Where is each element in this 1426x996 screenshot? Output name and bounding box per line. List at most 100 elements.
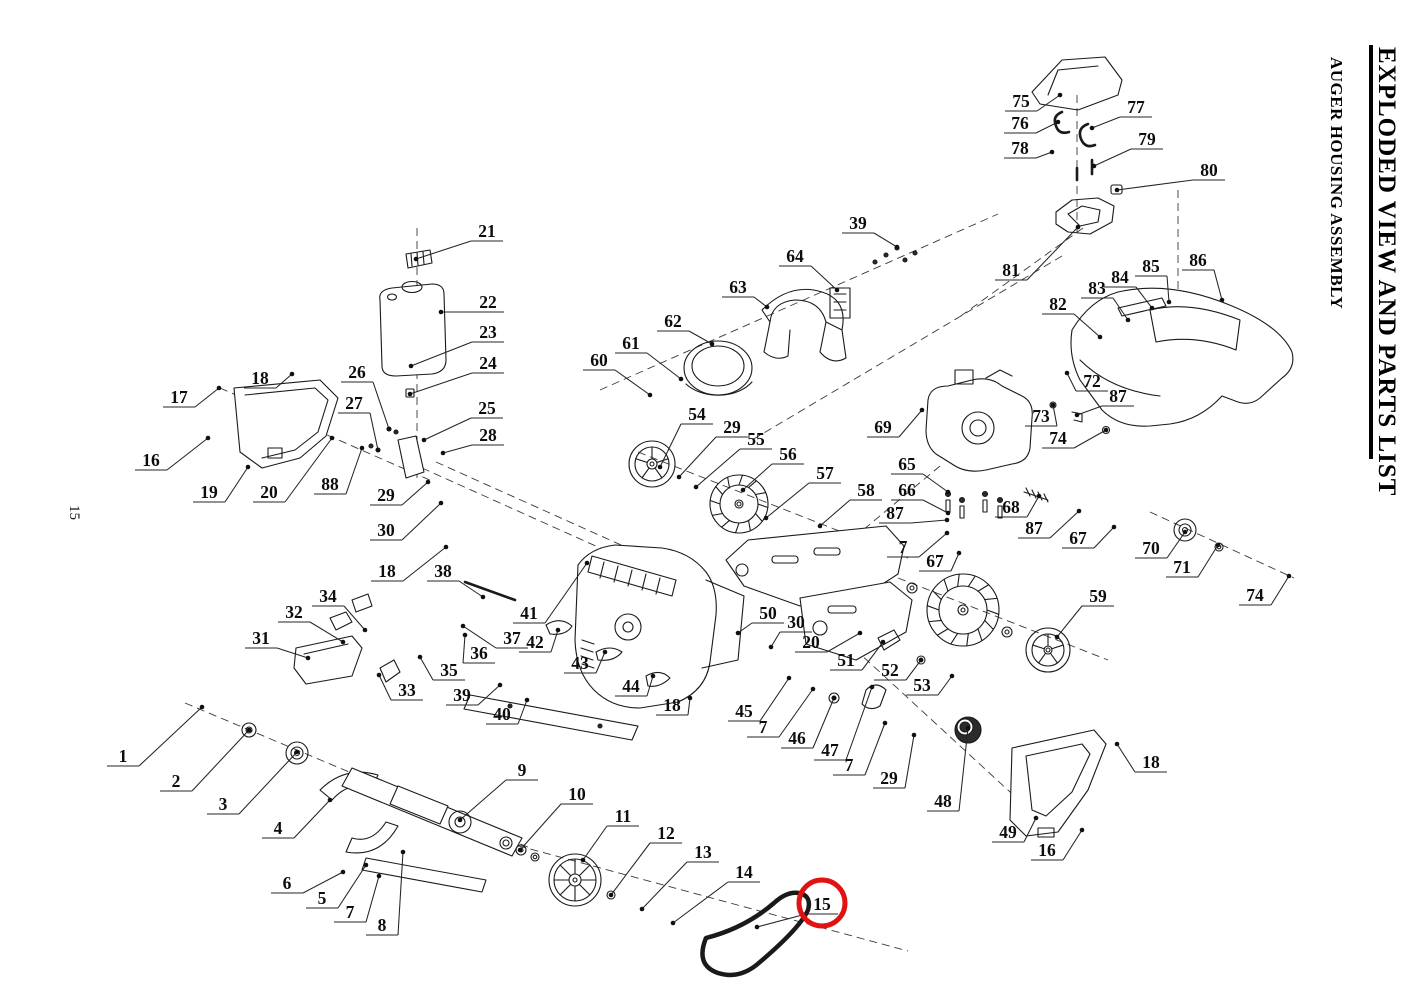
callout-74: 74 <box>1042 427 1109 449</box>
svg-text:10: 10 <box>568 784 586 804</box>
page-title: EXPLODED VIEW AND PARTS LIST <box>1373 47 1400 496</box>
svg-text:59: 59 <box>1089 586 1107 606</box>
callout-51: 51 <box>830 639 886 671</box>
callout-60: 60 <box>583 350 653 398</box>
callout-87: 87 <box>1018 508 1082 539</box>
callout-74: 74 <box>1239 573 1292 606</box>
part-auger-blade <box>345 821 399 854</box>
part-screw-columns <box>944 490 1004 519</box>
part-belt-cover <box>761 288 844 331</box>
svg-text:26: 26 <box>348 362 366 382</box>
part-wheel <box>548 853 602 907</box>
svg-text:18: 18 <box>663 695 681 715</box>
callout-50: 50 <box>735 603 784 636</box>
svg-text:87: 87 <box>1109 386 1127 406</box>
part-flange <box>285 741 309 765</box>
svg-text:30: 30 <box>787 612 805 632</box>
svg-text:88: 88 <box>321 474 339 494</box>
callout-52: 52 <box>874 657 924 681</box>
svg-text:44: 44 <box>622 676 640 696</box>
callout-68: 68 <box>995 493 1042 518</box>
callout-39: 39 <box>842 213 900 250</box>
svg-text:53: 53 <box>913 675 931 695</box>
svg-text:29: 29 <box>880 768 898 788</box>
svg-text:87: 87 <box>886 503 904 523</box>
svg-text:14: 14 <box>735 862 753 882</box>
svg-text:60: 60 <box>590 350 608 370</box>
callout-18: 18 <box>1114 741 1167 773</box>
callout-13: 13 <box>639 842 719 912</box>
svg-text:78: 78 <box>1011 138 1029 158</box>
callout-7: 7 <box>747 686 816 738</box>
page-number: 15 <box>66 505 82 520</box>
svg-text:2: 2 <box>172 771 181 791</box>
svg-text:11: 11 <box>615 806 632 826</box>
svg-text:42: 42 <box>526 632 544 652</box>
svg-text:55: 55 <box>747 429 765 449</box>
callout-53: 53 <box>906 673 955 696</box>
svg-text:40: 40 <box>493 704 511 724</box>
svg-text:74: 74 <box>1049 428 1067 448</box>
callout-70: 70 <box>1135 529 1188 559</box>
callout-7: 7 <box>334 873 382 923</box>
callout-87: 87 <box>1074 386 1134 418</box>
callout-11: 11 <box>580 806 639 863</box>
callout-18: 18 <box>371 544 449 582</box>
callout-56: 56 <box>740 444 804 493</box>
callout-79: 79 <box>1091 129 1163 169</box>
svg-text:37: 37 <box>503 628 521 648</box>
callout-21: 21 <box>413 221 503 262</box>
callout-27: 27 <box>338 393 381 453</box>
part-engine <box>925 378 1033 472</box>
callout-59: 59 <box>1054 586 1114 640</box>
callout-29: 29 <box>370 479 431 506</box>
part-flange <box>448 810 472 834</box>
svg-text:12: 12 <box>657 823 675 843</box>
callout-47: 47 <box>814 684 875 761</box>
svg-text:81: 81 <box>1002 260 1020 280</box>
svg-text:79: 79 <box>1138 129 1156 149</box>
svg-text:47: 47 <box>821 740 839 760</box>
part-latch <box>1055 197 1115 235</box>
callout-72: 72 <box>1064 370 1108 392</box>
svg-text:57: 57 <box>816 463 834 483</box>
svg-text:24: 24 <box>479 353 497 373</box>
callout-17: 17 <box>163 385 222 408</box>
svg-text:39: 39 <box>849 213 867 233</box>
callout-64: 64 <box>779 246 840 293</box>
callout-34: 34 <box>312 586 368 633</box>
svg-text:17: 17 <box>170 387 188 407</box>
svg-text:67: 67 <box>926 551 944 571</box>
svg-text:35: 35 <box>440 660 458 680</box>
callout-15: 15 <box>754 894 838 930</box>
svg-text:46: 46 <box>788 728 806 748</box>
svg-text:62: 62 <box>664 311 682 331</box>
highlight-circle-part-15[interactable] <box>796 877 848 929</box>
svg-text:72: 72 <box>1083 371 1101 391</box>
svg-text:28: 28 <box>479 425 497 445</box>
svg-text:70: 70 <box>1142 538 1160 558</box>
part-auger-housing <box>574 544 717 709</box>
svg-text:34: 34 <box>319 586 337 606</box>
svg-text:68: 68 <box>1002 497 1020 517</box>
callout-69: 69 <box>867 407 925 438</box>
part-drive-belt <box>700 890 812 978</box>
svg-text:56: 56 <box>779 444 797 464</box>
svg-text:80: 80 <box>1200 160 1218 180</box>
callout-31: 31 <box>245 628 311 661</box>
svg-text:48: 48 <box>934 791 952 811</box>
callout-63: 63 <box>722 277 770 310</box>
svg-text:41: 41 <box>520 603 538 623</box>
callout-24: 24 <box>407 353 504 397</box>
callout-75: 75 <box>1005 91 1063 112</box>
part-frame-upper <box>725 525 905 607</box>
callout-10: 10 <box>517 784 593 853</box>
svg-text:51: 51 <box>837 650 855 670</box>
svg-text:13: 13 <box>694 842 712 862</box>
callout-18: 18 <box>244 368 295 389</box>
callout-71: 71 <box>1166 542 1221 578</box>
svg-text:18: 18 <box>378 561 396 581</box>
svg-text:7: 7 <box>899 537 908 557</box>
